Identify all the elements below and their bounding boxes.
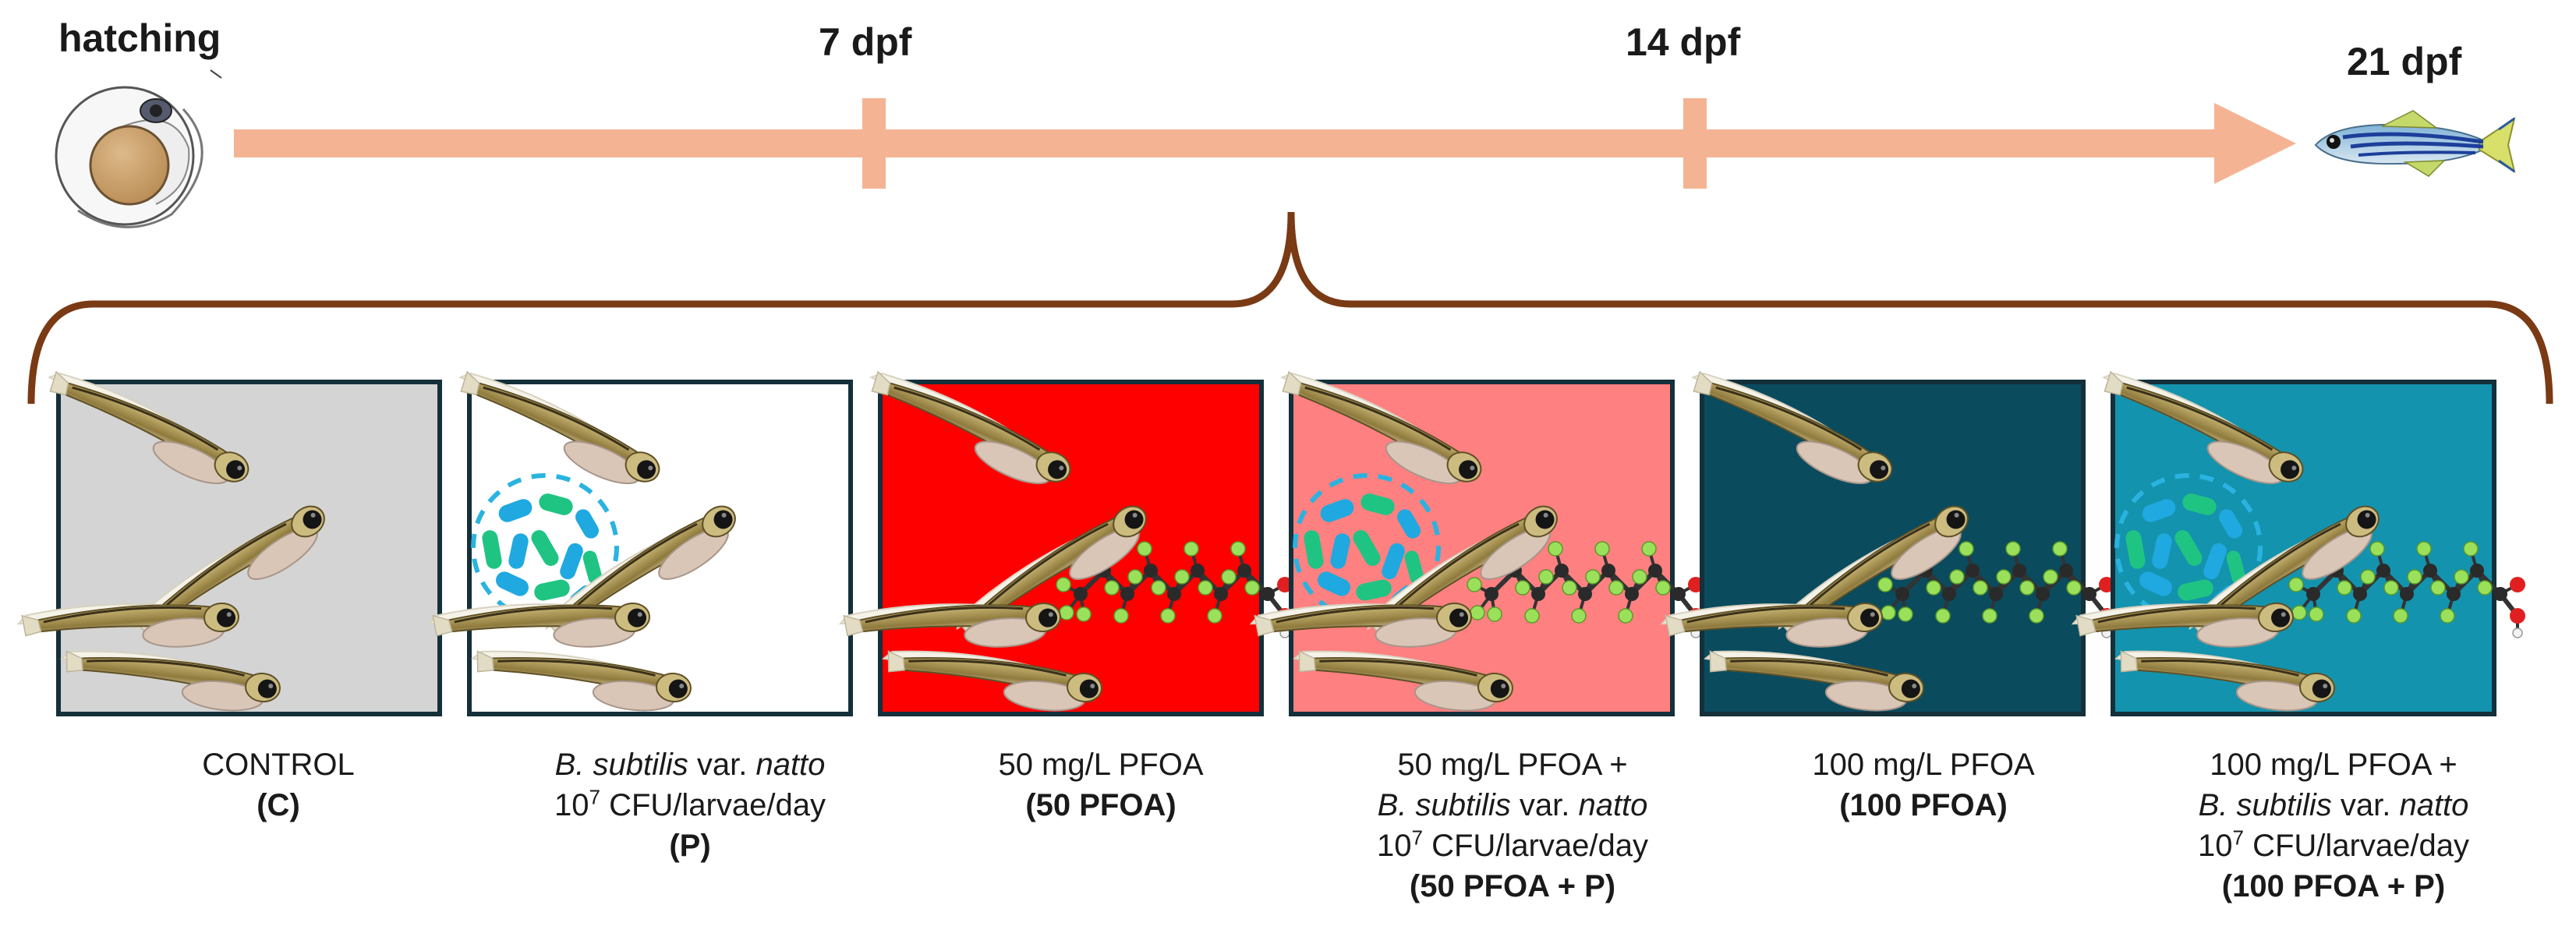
- caption-dose-unit: CFU/larvae/day: [1422, 829, 1648, 863]
- group-caption-control: CONTROL (C): [76, 744, 481, 826]
- timeline-arrow-shaft: [234, 129, 2230, 157]
- timeline-tick-7dpf: [862, 98, 886, 189]
- caption-var-word: var.: [688, 748, 756, 782]
- caption-abbreviation: (C): [257, 788, 300, 822]
- caption-strain: natto: [755, 748, 826, 782]
- group-caption-50-pfoa-probiotic: 50 mg/L PFOA + B. subtilis var. natto 10…: [1310, 744, 1715, 907]
- treatment-panel-pfoa50p: [1249, 364, 1704, 717]
- timeline: [234, 98, 2296, 189]
- caption-var-word: var.: [2331, 788, 2400, 822]
- caption-dose-base: 10: [554, 788, 589, 822]
- caption-var-word: var.: [1510, 788, 1579, 822]
- caption-dose-unit: CFU/larvae/day: [600, 788, 826, 822]
- caption-abbreviation: (100 PFOA + P): [2221, 869, 2446, 903]
- timeline-tick-label-7dpf: 7 dpf: [819, 20, 912, 64]
- group-caption-50-pfoa: 50 mg/L PFOA (50 PFOA): [898, 744, 1304, 826]
- caption-bacterium: B. subtilis: [1377, 788, 1511, 822]
- timeline-end-label: 21 dpf: [2347, 40, 2462, 83]
- hatching-embryo-illustration: [55, 69, 222, 228]
- timeline-start-label: hatching: [58, 16, 221, 60]
- caption-strain: natto: [2399, 788, 2469, 822]
- treatment-period-bracket: [27, 211, 2553, 405]
- caption-dose-exponent: 7: [1411, 826, 1423, 850]
- group-caption-100-pfoa: 100 mg/L PFOA (100 PFOA): [1721, 744, 2126, 826]
- adult-zebrafish-illustration: [2314, 110, 2516, 177]
- caption-line: 50 mg/L PFOA: [998, 748, 1204, 782]
- caption-strain: natto: [1578, 788, 1648, 822]
- treatment-panel-pfoa50: [838, 364, 1293, 717]
- caption-abbreviation: (P): [669, 829, 711, 863]
- caption-line: CONTROL: [202, 748, 355, 782]
- caption-bacterium: B. subtilis: [554, 748, 688, 782]
- treatment-panel-control: [16, 364, 442, 717]
- timeline-arrowhead: [2214, 103, 2296, 184]
- caption-line: 100 mg/L PFOA +: [2210, 748, 2457, 782]
- caption-abbreviation: (100 PFOA): [1839, 788, 2008, 822]
- caption-dose-base: 10: [2198, 829, 2233, 863]
- caption-line: 50 mg/L PFOA +: [1397, 748, 1628, 782]
- caption-dose-unit: CFU/larvae/day: [2243, 829, 2469, 863]
- group-caption-probiotic: B. subtilis var. natto 107 CFU/larvae/da…: [487, 744, 893, 866]
- caption-dose-exponent: 7: [2232, 826, 2244, 850]
- caption-dose-exponent: 7: [589, 785, 600, 809]
- caption-bacterium: B. subtilis: [2198, 788, 2332, 822]
- treatment-panel-probiotic: [427, 364, 853, 717]
- treatment-panel-pfoa100: [1660, 364, 2114, 717]
- caption-line: 100 mg/L PFOA: [1812, 748, 2035, 782]
- group-caption-100-pfoa-probiotic: 100 mg/L PFOA + B. subtilis var. natto 1…: [2131, 744, 2536, 907]
- caption-abbreviation: (50 PFOA + P): [1409, 869, 1616, 903]
- timeline-tick-label-14dpf: 14 dpf: [1626, 20, 1741, 64]
- timeline-tick-14dpf: [1683, 98, 1707, 189]
- caption-abbreviation: (50 PFOA): [1025, 788, 1177, 822]
- caption-dose-base: 10: [1377, 829, 1412, 863]
- treatment-panel-pfoa100p: [2071, 364, 2525, 717]
